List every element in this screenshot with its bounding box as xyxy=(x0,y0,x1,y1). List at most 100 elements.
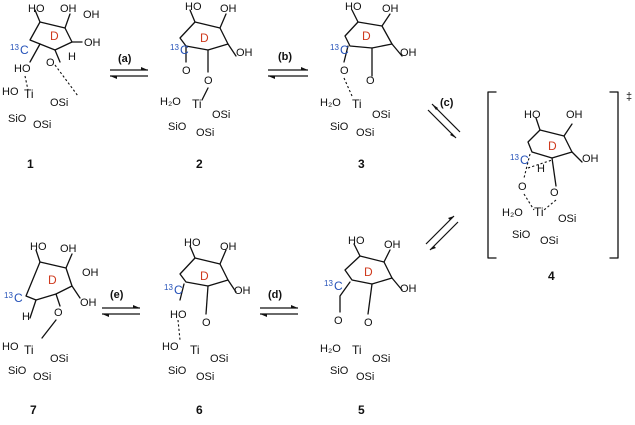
s4-o-left: O xyxy=(518,181,527,193)
s4-sio: SiO xyxy=(512,229,531,241)
s3-d-label: D xyxy=(362,29,371,43)
step-c-label: (c) xyxy=(440,97,454,109)
s2-h2o: H₂O xyxy=(160,96,181,108)
s6-ho-ti: HO xyxy=(162,341,179,353)
s1-sio: SiO xyxy=(8,113,27,125)
structure-2: HO OH OH O O D 13 C H₂O Ti OSi SiO OSi 2 xyxy=(160,1,253,171)
s3-o-carbonyl: O xyxy=(340,65,349,77)
s1-osi1: OSi xyxy=(50,97,68,109)
s6-ho-c1: HO xyxy=(170,309,187,321)
s7-ti: Ti xyxy=(24,343,34,357)
s4-d-label: D xyxy=(548,139,557,153)
s3-sio: SiO xyxy=(330,121,349,133)
s6-ho: HO xyxy=(184,237,201,249)
s7-oh2: OH xyxy=(82,267,99,279)
s7-oh3: OH xyxy=(80,297,97,309)
s6-osi1: OSi xyxy=(210,353,228,365)
s3-number: 3 xyxy=(358,157,365,171)
s5-h2o: H₂O xyxy=(320,343,341,355)
s1-ho-c1: HO xyxy=(14,63,31,75)
s5-d-label: D xyxy=(364,265,373,279)
s5-number: 5 xyxy=(358,403,365,417)
s4-ho1: HO xyxy=(524,109,541,121)
s3-ho: HO xyxy=(345,1,362,13)
s6-osi2: OSi xyxy=(196,371,214,383)
step-e-arrow: (e) xyxy=(102,289,140,317)
step-c-arrow: (c) xyxy=(427,97,461,139)
step-b-label: (b) xyxy=(278,51,292,63)
s6-o-right: O xyxy=(202,317,211,329)
step-a-label: (a) xyxy=(118,53,132,65)
step-b-arrow: (b) xyxy=(268,51,308,79)
structure-3: HO OH OH O O D 13 C H₂O Ti OSi SiO OSi 3 xyxy=(320,1,417,171)
s6-sio: SiO xyxy=(168,365,187,377)
s1-iso: 13 xyxy=(10,43,19,52)
structure-4: ‡ HO OH OH H O O D 13 C H₂O Ti OSi SiO O… xyxy=(487,91,632,283)
step-e-label: (e) xyxy=(110,289,124,301)
s6-number: 6 xyxy=(196,403,203,417)
s3-oh1: OH xyxy=(382,3,399,15)
step-d-arrow: (d) xyxy=(260,289,298,317)
s1-ti: Ti xyxy=(24,87,34,101)
s1-oh1: OH xyxy=(60,3,77,15)
s3-oh2: OH xyxy=(400,47,417,59)
s5-osi1: OSi xyxy=(372,353,390,365)
s5-o-left: O xyxy=(334,315,343,327)
s2-carbon: C xyxy=(180,43,189,57)
s5-ho: HO xyxy=(348,235,365,247)
s6-ti: Ti xyxy=(190,343,200,357)
s3-h2o: H₂O xyxy=(320,97,341,109)
step-4to5-arrow xyxy=(425,215,459,251)
s5-osi2: OSi xyxy=(356,371,374,383)
s6-iso: 13 xyxy=(164,283,173,292)
s2-osi2: OSi xyxy=(196,127,214,139)
s2-oh2: OH xyxy=(236,47,253,59)
s3-osi1: OSi xyxy=(372,109,390,121)
s4-iso: 13 xyxy=(510,153,519,162)
s6-oh2: OH xyxy=(234,285,251,297)
s4-ts-mark: ‡ xyxy=(626,91,632,103)
s4-carbon: C xyxy=(520,153,529,167)
s7-oh1: OH xyxy=(60,243,77,255)
s4-h2o: H₂O xyxy=(502,207,523,219)
s2-o-ring: O xyxy=(204,75,213,87)
s3-iso: 13 xyxy=(330,43,339,52)
s1-o-ring: O xyxy=(46,57,55,69)
s7-d-label: D xyxy=(48,273,57,287)
s2-d-label: D xyxy=(200,31,209,45)
s3-carbon: C xyxy=(340,43,349,57)
s7-sio: SiO xyxy=(8,365,27,377)
s1-h: H xyxy=(68,51,76,63)
s1-oh2: OH xyxy=(83,9,100,21)
s7-iso: 13 xyxy=(4,291,13,300)
s2-ho: HO xyxy=(185,1,202,13)
s1-ho-ti: HO xyxy=(2,86,19,98)
s6-d-label: D xyxy=(200,269,209,283)
s4-ti: Ti xyxy=(534,205,544,219)
s4-oh2: OH xyxy=(582,153,599,165)
s5-ti: Ti xyxy=(352,343,362,357)
s7-ho: HO xyxy=(30,241,47,253)
s7-carbon: C xyxy=(14,291,23,305)
s1-ho: HO xyxy=(28,3,45,15)
s3-o-ring: O xyxy=(366,75,375,87)
s7-ho-ti: HO xyxy=(2,341,19,353)
s7-osi2: OSi xyxy=(33,371,51,383)
s5-oh1: OH xyxy=(384,239,401,251)
s7-h: H xyxy=(22,311,30,323)
step-a-arrow: (a) xyxy=(110,53,148,79)
s1-osi2: OSi xyxy=(33,119,51,131)
s3-osi2: OSi xyxy=(356,127,374,139)
step-d-label: (d) xyxy=(268,289,282,301)
s7-o-ring: O xyxy=(54,307,63,319)
structure-1: HO OH OH OH H O HO D 13 C HO Ti OSi SiO … xyxy=(2,3,101,171)
structure-5: HO OH OH O O D 13 C H₂O Ti OSi SiO OSi 5 xyxy=(320,235,417,417)
s4-osi2: OSi xyxy=(540,235,558,247)
s4-number: 4 xyxy=(548,269,555,283)
s5-sio: SiO xyxy=(330,365,349,377)
s6-carbon: C xyxy=(174,283,183,297)
s7-osi1: OSi xyxy=(50,353,68,365)
s1-oh3: OH xyxy=(84,37,101,49)
